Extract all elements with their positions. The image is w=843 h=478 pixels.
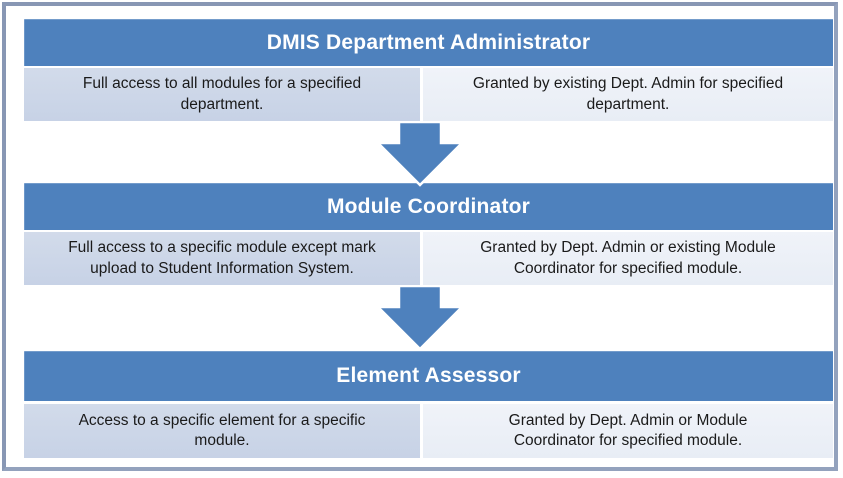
role-details-dept-admin: Full access to all modules for a specifi… [24,68,833,121]
access-cell: Full access to all modules for a specifi… [24,68,420,121]
access-text: Access to a specific element for a speci… [78,411,366,449]
granted-text: Granted by Dept. Admin or existing Modul… [480,239,776,277]
outer-border [2,2,838,471]
role-details-module-coordinator: Full access to a specific module except … [24,232,833,285]
down-arrow-icon [376,121,464,187]
granted-cell: Granted by Dept. Admin or Module Coordin… [423,404,833,458]
access-text: Full access to a specific module except … [68,239,376,277]
access-cell: Access to a specific element for a speci… [24,404,420,458]
access-text: Full access to all modules for a specifi… [82,75,362,113]
role-title: DMIS Department Administrator [266,30,591,54]
access-cell: Full access to a specific module except … [24,232,420,285]
role-title: Element Assessor [336,364,521,387]
role-header-element-assessor: Element Assessor [24,351,833,401]
granted-cell: Granted by existing Dept. Admin for spec… [423,68,833,121]
down-arrow-icon [376,285,464,351]
role-title: Module Coordinator [326,194,531,218]
role-header-module-coordinator: Module Coordinator [24,183,833,230]
granted-text: Granted by Dept. Admin or Module Coordin… [508,411,748,449]
granted-text: Granted by existing Dept. Admin for spec… [472,75,784,113]
role-details-element-assessor: Access to a specific element for a speci… [24,404,833,458]
granted-cell: Granted by Dept. Admin or existing Modul… [423,232,833,285]
role-header-dept-admin: DMIS Department Administrator [24,19,833,66]
